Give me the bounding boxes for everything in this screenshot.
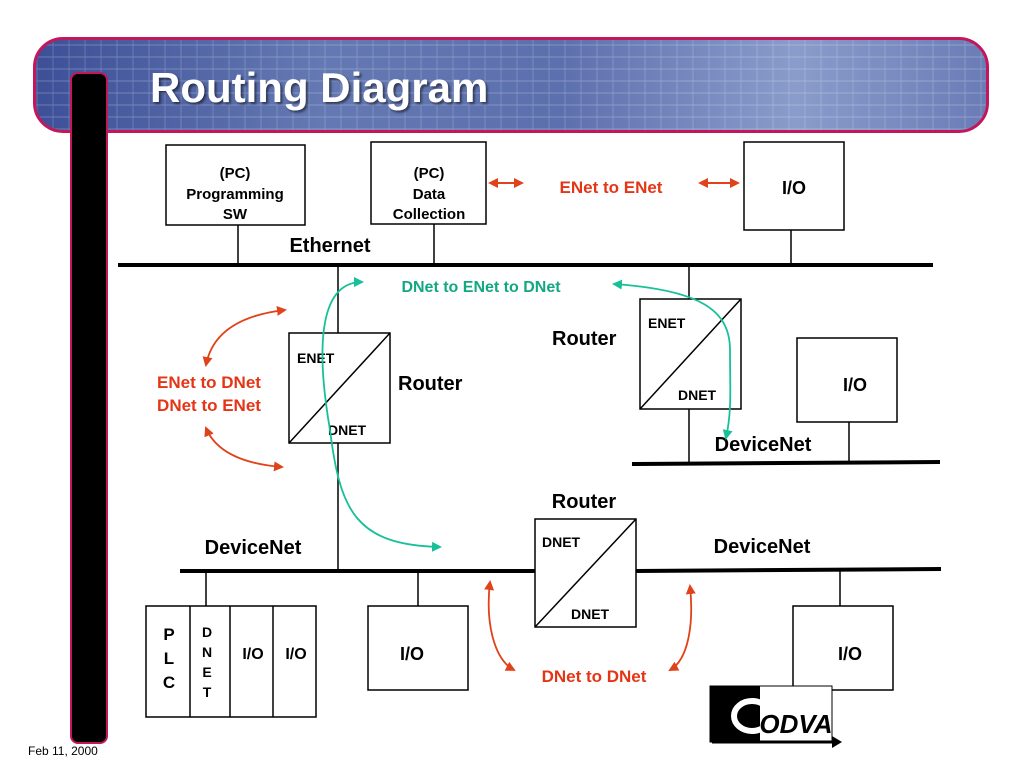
dnet-letter-e: E (202, 664, 211, 680)
dnet-letter-t: T (203, 684, 212, 700)
ethernet-label: Ethernet (289, 235, 370, 257)
dnet-to-dnet-arrow-right (668, 584, 696, 671)
pc-programming-line-3: SW (223, 206, 248, 223)
pc-data-collection-box (370, 141, 487, 225)
router-right-enet: ENET (648, 315, 686, 331)
plc-letter-l: L (164, 649, 174, 668)
router-bottom-dnet-bottom: DNET (571, 606, 610, 622)
plc-io-1-label: I/O (242, 646, 263, 663)
plc-chassis-box (145, 605, 317, 718)
devicenet-bus-bottom-right (635, 567, 942, 573)
dnet-letter-d: D (202, 624, 212, 640)
dnet-enet-dnet-arrow-left (321, 277, 442, 552)
sidebar-bar (70, 72, 108, 744)
pc-data-line-2: Data (413, 186, 446, 203)
pc-programming-box (165, 144, 306, 226)
odva-logo-text: ODVA (759, 709, 832, 739)
router-left-enet: ENET (297, 350, 335, 366)
dnet-to-enet-label: DNet to ENet (157, 396, 261, 415)
enet-dnet-arrow-lower (204, 426, 284, 472)
io-bottom-right-box (792, 605, 894, 691)
dnet-to-dnet-label: DNet to DNet (542, 667, 647, 686)
io-bottom-right-label: I/O (838, 644, 862, 664)
dnet-letter-n: N (202, 644, 212, 660)
plc-io-2-label: I/O (285, 646, 306, 663)
enet-dnet-arrow-upper (202, 305, 287, 367)
io-right-box (796, 337, 898, 423)
io-bottom-mid-box (367, 605, 469, 691)
io-bottom-mid-label: I/O (400, 644, 424, 664)
footer-date: Feb 11, 2000 (28, 744, 98, 758)
router-bottom-diagonal (534, 518, 637, 628)
dnet-enet-dnet-arrow-right (612, 279, 733, 440)
dnet-enet-dnet-label: DNet to ENet to DNet (401, 279, 561, 296)
router-right-dnet: DNET (678, 387, 717, 403)
io-right-label: I/O (843, 375, 867, 395)
pc-data-line-3: Collection (393, 206, 466, 223)
router-right-label: Router (552, 328, 617, 350)
odva-logo: ODVA (709, 685, 842, 748)
io-top-label: I/O (782, 178, 806, 198)
plc-letter-p: P (163, 625, 174, 644)
router-left-dnet: DNET (328, 422, 367, 438)
pc-programming-line-1: (PC) (220, 165, 251, 182)
io-top-box (743, 141, 845, 231)
router-left-label: Router (398, 373, 463, 395)
dnet-to-dnet-arrow-left (484, 580, 516, 671)
devicenet-bus-right (631, 460, 941, 466)
devicenet-left-label: DeviceNet (205, 537, 302, 559)
devicenet-right-label: DeviceNet (715, 434, 812, 456)
enet-to-dnet-label: ENet to DNet (157, 373, 261, 392)
pc-programming-line-2: Programming (186, 186, 284, 203)
page-title: Routing Diagram (150, 64, 489, 111)
title-banner (33, 37, 989, 133)
router-bottom-dnet-top: DNET (542, 534, 581, 550)
pc-data-line-1: (PC) (414, 165, 445, 182)
router-bottom-label: Router (552, 491, 617, 513)
enet-to-enet-label: ENet to ENet (560, 178, 663, 197)
devicenet-bottom-right-label: DeviceNet (714, 536, 811, 558)
plc-letter-c: C (163, 673, 175, 692)
